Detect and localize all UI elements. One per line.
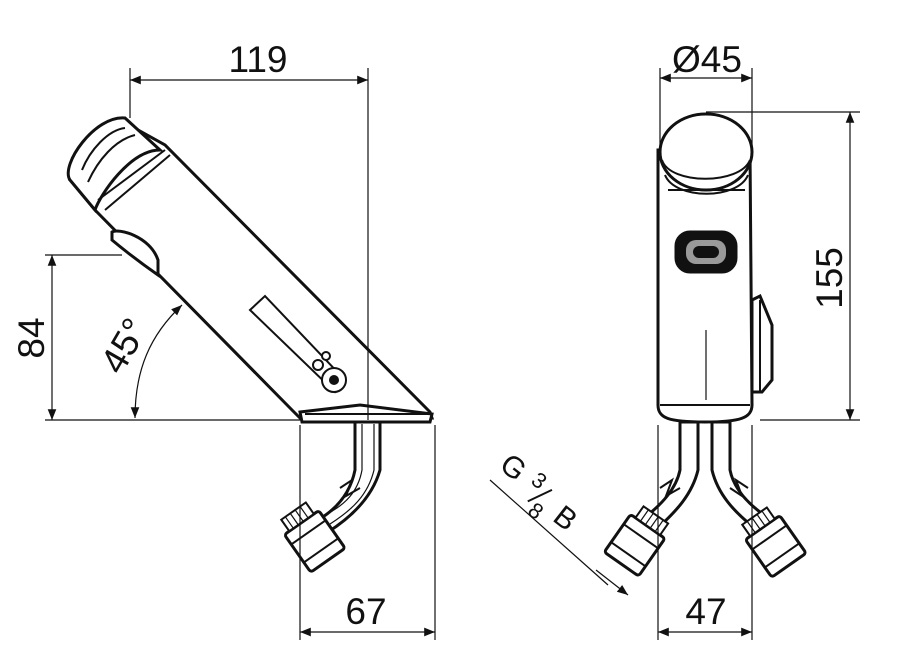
dim-side-base: 67	[345, 591, 386, 632]
thread-label: G 3 8 B	[494, 448, 583, 538]
dim-front-diameter: Ø45	[672, 39, 742, 80]
thread-numerator: 3	[527, 467, 552, 494]
side-supply-hose	[279, 420, 382, 573]
angle-arc	[130, 304, 183, 419]
thread-denominator: 8	[523, 497, 548, 524]
side-view: 119 84 45° 67	[11, 39, 436, 640]
dim-side-length: 119	[229, 39, 288, 80]
dim-front-height: 155	[809, 247, 850, 309]
dim-front-base: 47	[685, 591, 726, 632]
thread-suffix: B	[547, 499, 583, 537]
front-faucet-body	[656, 112, 774, 424]
thread-letter: G	[494, 448, 533, 488]
dim-side-angle: 45°	[92, 311, 155, 380]
side-extension-lines	[45, 68, 436, 640]
thread-arrow	[595, 569, 629, 596]
front-view: Ø45 155 47 G 3 8 B	[489, 39, 860, 640]
front-extension-lines	[489, 68, 860, 640]
side-faucet-body	[66, 116, 435, 424]
dim-side-height: 84	[11, 317, 52, 358]
front-supply-hoses	[603, 420, 807, 578]
